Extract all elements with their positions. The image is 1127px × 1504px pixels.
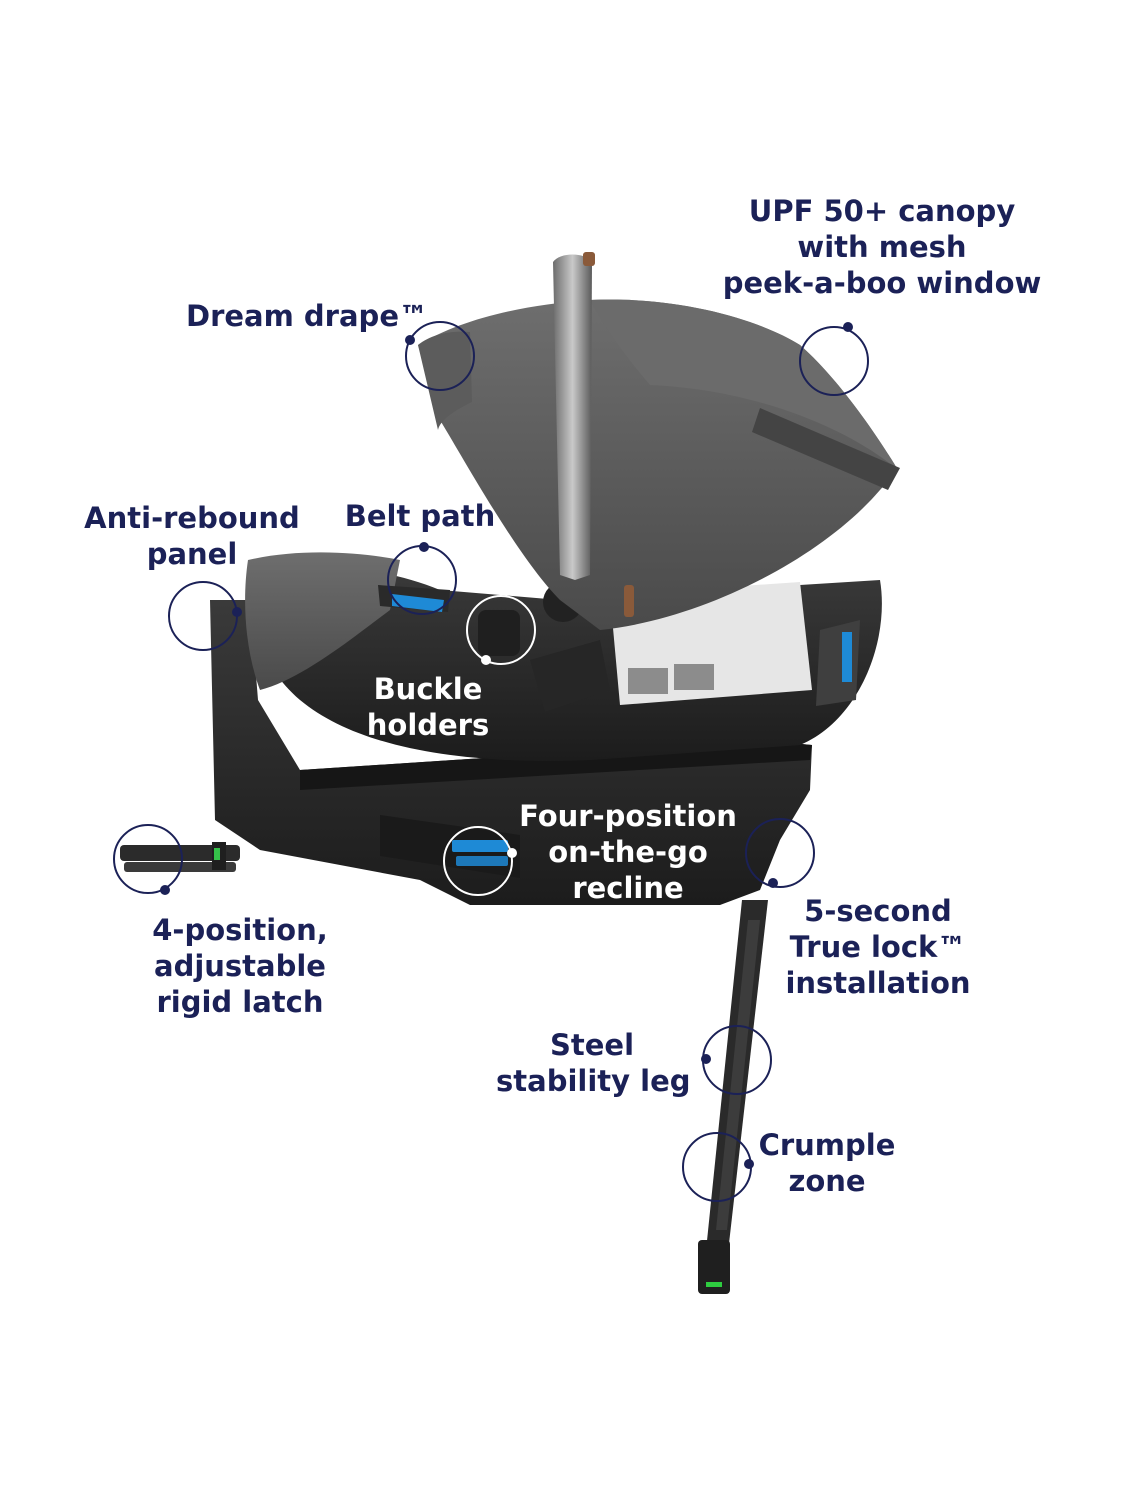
label-rigid-latch: 4-position, adjustable rigid latch bbox=[152, 913, 328, 1019]
car-seat-illustration bbox=[120, 252, 900, 1294]
label-belt-path: Belt path bbox=[344, 499, 496, 533]
callout-marker-anti-rebound bbox=[168, 581, 242, 651]
callout-markers bbox=[113, 321, 869, 1202]
label-dream-drape: Dream drape™ bbox=[186, 299, 428, 333]
seat-shell bbox=[245, 552, 882, 761]
recline-indicator bbox=[380, 815, 520, 878]
callout-marker-dream-drape bbox=[405, 321, 475, 391]
callout-marker-belt-path bbox=[387, 542, 457, 615]
canopy bbox=[418, 299, 900, 630]
callout-marker-buckle-holders bbox=[466, 595, 536, 665]
callout-marker-recline bbox=[443, 826, 517, 896]
label-canopy: UPF 50+ canopy with mesh peek-a-boo wind… bbox=[722, 194, 1042, 300]
label-crumple-zone: Crumple zone bbox=[758, 1128, 896, 1198]
callout-marker-canopy bbox=[799, 322, 869, 396]
carry-handle bbox=[553, 252, 595, 580]
callout-marker-true-lock bbox=[745, 818, 815, 888]
label-stability-leg: Steel stability leg bbox=[496, 1028, 691, 1098]
label-true-lock: 5-second True lock™ installation bbox=[785, 894, 971, 1000]
label-buckle-holders: Buckle holders bbox=[366, 672, 490, 742]
callout-marker-stability-leg bbox=[701, 1025, 772, 1095]
callout-marker-crumple-zone bbox=[682, 1132, 754, 1202]
callout-marker-rigid-latch bbox=[113, 824, 183, 895]
label-four-position-recline: Four-position on-the-go recline bbox=[519, 799, 737, 905]
stability-leg bbox=[698, 900, 768, 1294]
label-anti-rebound: Anti-rebound panel bbox=[84, 501, 300, 571]
